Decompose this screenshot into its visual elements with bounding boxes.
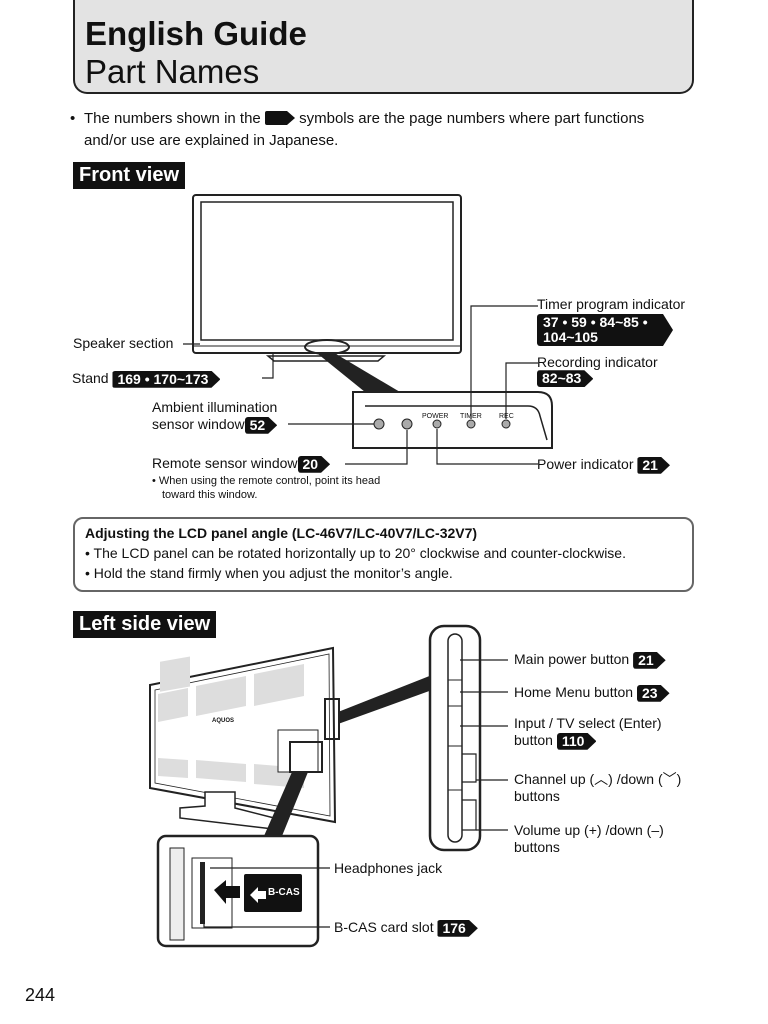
lcd-box-item2: • Hold the stand firmly when you adjust … — [85, 565, 453, 581]
home-menu-label: Home Menu button — [514, 684, 634, 700]
front-view-heading: Front view — [73, 162, 186, 189]
volume-line1: Volume up (+) /down (–) — [514, 822, 664, 838]
bcas-slot-label: B-CAS card slot — [334, 919, 434, 935]
indicator-panel — [352, 391, 553, 449]
speaker-section-label: Speaker section — [73, 335, 174, 351]
timer-pages-line1: 37 • 59 • 84~85 •104~105 — [537, 314, 673, 346]
bcas-card-text: B-CAS — [268, 887, 300, 898]
page-arrow-icon — [264, 111, 295, 125]
recording-indicator-label: Recording indicator — [537, 354, 658, 370]
zoom-cone — [318, 354, 400, 392]
jack-zoom-cone — [264, 772, 308, 836]
timer-panel-label: TIMER — [460, 413, 482, 420]
bcas-slot-page-tag: 176 — [437, 920, 477, 937]
page-subtitle: Part Names — [85, 53, 260, 90]
remote-sensor-label: Remote sensor window — [152, 455, 298, 471]
input-select-page-tag: 110 — [557, 733, 597, 750]
input-select-line1: Input / TV select (Enter) — [514, 715, 662, 731]
headphones-jack-label: Headphones jack — [334, 860, 443, 876]
title-box — [73, 0, 694, 94]
intro-note: • The numbers shown in the symbols are t… — [70, 108, 670, 152]
insert-arrow-icon — [214, 880, 240, 904]
channel-line2: buttons — [514, 788, 560, 804]
main-power-label: Main power button — [514, 651, 630, 667]
input-select-line2: button — [514, 732, 553, 748]
bcas-card — [244, 874, 302, 912]
recording-indicator-callout: 82~83 — [537, 370, 593, 388]
rec-panel-label: REC — [499, 413, 514, 420]
stand-page-tag: 169 • 170~173 — [112, 371, 220, 388]
power-indicator-label: Power indicator — [537, 456, 634, 472]
volume-line2: buttons — [514, 839, 560, 855]
remote-sensor-dot — [401, 418, 413, 430]
ambient-sensor-page-tag: 52 — [245, 417, 278, 434]
lcd-box-item1: • The LCD panel can be rotated horizonta… — [85, 545, 626, 561]
ambient-sensor-dot — [373, 418, 385, 430]
power-panel-label: POWER — [422, 413, 449, 420]
home-menu-callout: Home Menu button 23 — [514, 684, 670, 702]
remote-note-line1: When using the remote control, point its… — [158, 475, 381, 487]
home-menu-page-tag: 23 — [637, 685, 670, 702]
page-title: English Guide — [85, 15, 307, 52]
timer-indicator-page-tag: 37 • 59 • 84~85 •104~105 — [537, 314, 673, 346]
remote-sensor-note: • When using the remote control, point i… — [152, 475, 381, 501]
recording-page-tag: 82~83 — [537, 370, 593, 387]
note-bullet: • — [70, 110, 76, 127]
ambient-sensor-label: sensor window — [152, 416, 245, 432]
bcas-slot-callout: B-CAS card slot 176 — [334, 919, 478, 937]
input-select-callout: button 110 — [514, 732, 596, 750]
left-side-view-heading: Left side view — [73, 611, 217, 638]
timer-indicator-dot — [466, 419, 476, 429]
channel-line1: Channel up (︿) /down (﹀) — [514, 771, 682, 787]
left-side-diagram — [149, 624, 508, 948]
side-button-panel — [428, 624, 482, 852]
page-number: 244 — [25, 985, 56, 1005]
note-text-after: symbols are the page numbers where part … — [84, 110, 645, 149]
power-indicator-callout: Power indicator 21 — [537, 456, 670, 474]
rear-terminal-panel — [277, 729, 319, 773]
remote-sensor-page-tag: 20 — [298, 456, 331, 473]
main-power-page-tag: 21 — [633, 652, 666, 669]
main-power-callout: Main power button 21 — [514, 651, 666, 669]
power-indicator-dot — [432, 419, 442, 429]
lcd-box-title: Adjusting the LCD panel angle (LC-46V7/L… — [85, 525, 478, 541]
tv-screen — [200, 201, 454, 341]
lcd-angle-box — [73, 517, 694, 592]
timer-indicator-label: Timer program indicator — [537, 296, 686, 312]
timer-pages-line2: 104~105 — [543, 329, 598, 345]
note-text-before: The numbers shown in the — [84, 110, 261, 127]
aquos-brand-text: AQUOS — [212, 718, 235, 724]
side-zoom-cone — [338, 675, 432, 724]
front-view-diagram — [183, 194, 553, 465]
stand-label: Stand — [72, 370, 109, 386]
remote-note-line2: toward this window. — [162, 489, 258, 501]
stand-callout: Stand 169 • 170~173 — [72, 370, 220, 388]
power-indicator-page-tag: 21 — [637, 457, 670, 474]
ambient-sensor-line1: Ambient illumination — [152, 399, 278, 415]
rec-indicator-dot — [501, 419, 511, 429]
